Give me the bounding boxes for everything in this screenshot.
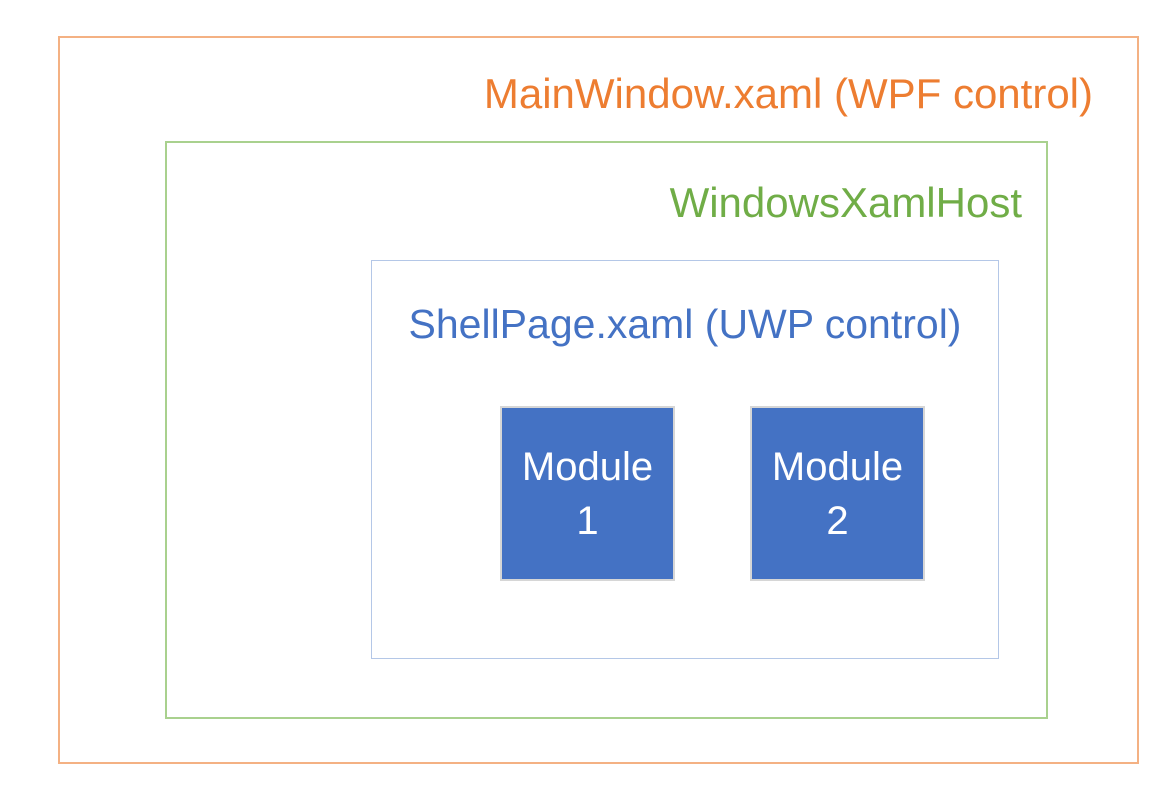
shellpage-uwp-label: ShellPage.xaml (UWP control) (408, 301, 962, 347)
shellpage-uwp-box: ShellPage.xaml (UWP control) Module 1 Mo… (371, 260, 999, 659)
module-2-box: Module 2 (750, 406, 925, 581)
mainwindow-wpf-label: MainWindow.xaml (WPF control) (483, 70, 1093, 117)
module-1-number: 1 (576, 498, 599, 543)
module-2-name: Module (771, 444, 904, 489)
module-1-name: Module (521, 444, 654, 489)
mainwindow-wpf-box: MainWindow.xaml (WPF control) WindowsXam… (58, 36, 1139, 764)
module-2-number: 2 (826, 498, 849, 543)
windowsxamlhost-label: WindowsXamlHost (669, 179, 1022, 226)
windowsxamlhost-box: WindowsXamlHost ShellPage.xaml (UWP cont… (165, 141, 1048, 719)
module-1-box: Module 1 (500, 406, 675, 581)
